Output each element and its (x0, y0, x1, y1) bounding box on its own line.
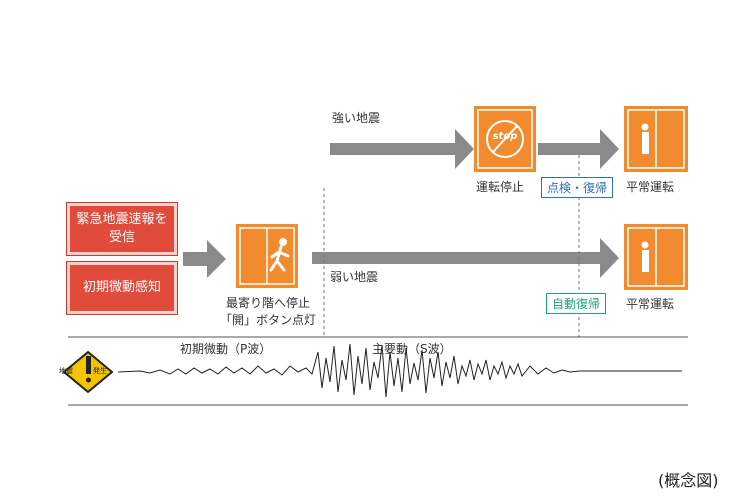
caption: (概念図) (658, 471, 719, 490)
initial-tremor-box: 初期微動感知 (66, 261, 178, 315)
strong-quake-label: 強い地震 (332, 111, 381, 125)
stop-sign-label: stop (492, 131, 518, 142)
s-wave-label: 主要動（S波） (372, 342, 452, 356)
arrow-to-elevator (183, 240, 226, 278)
warning-sign-right: 発生 (93, 367, 107, 375)
normal-bottom-label: 平常運転 (626, 297, 675, 311)
earthquake-warning-icon (62, 350, 114, 394)
auto-recover-tag: 自動復帰 (546, 293, 607, 314)
elevator-escape-icon (236, 224, 298, 288)
inspect-recover-tag: 点検・復帰 (541, 177, 614, 198)
elevator-normal-bottom-icon (624, 224, 688, 290)
initial-tremor-label: 初期微動感知 (82, 280, 161, 295)
received-alert-line1: 緊急地震速報を (76, 212, 168, 227)
seismic-waveform (117, 343, 682, 398)
warning-sign-left: 地震 (59, 367, 73, 375)
arrow-strong (318, 129, 474, 186)
normal-top-label: 平常運転 (626, 180, 675, 194)
arrow-to-normal-top (538, 129, 619, 169)
flow-arrows (183, 129, 619, 278)
received-alert-box: 緊急地震速報を 受信 (66, 202, 178, 256)
operation-stop-label: 運転停止 (476, 180, 525, 194)
elevator-normal-top-icon (624, 106, 688, 172)
stop-nearest-line2: 「開」ボタン点灯 (219, 313, 316, 327)
received-alert-line2: 受信 (108, 230, 135, 245)
arrow-weak (312, 238, 619, 278)
p-wave-label: 初期微動（P波） (180, 342, 272, 356)
stop-nearest-line1: 最寄り階へ停止 (225, 296, 310, 310)
weak-quake-label: 弱い地震 (330, 270, 379, 284)
elevator-stop-icon (474, 106, 536, 172)
